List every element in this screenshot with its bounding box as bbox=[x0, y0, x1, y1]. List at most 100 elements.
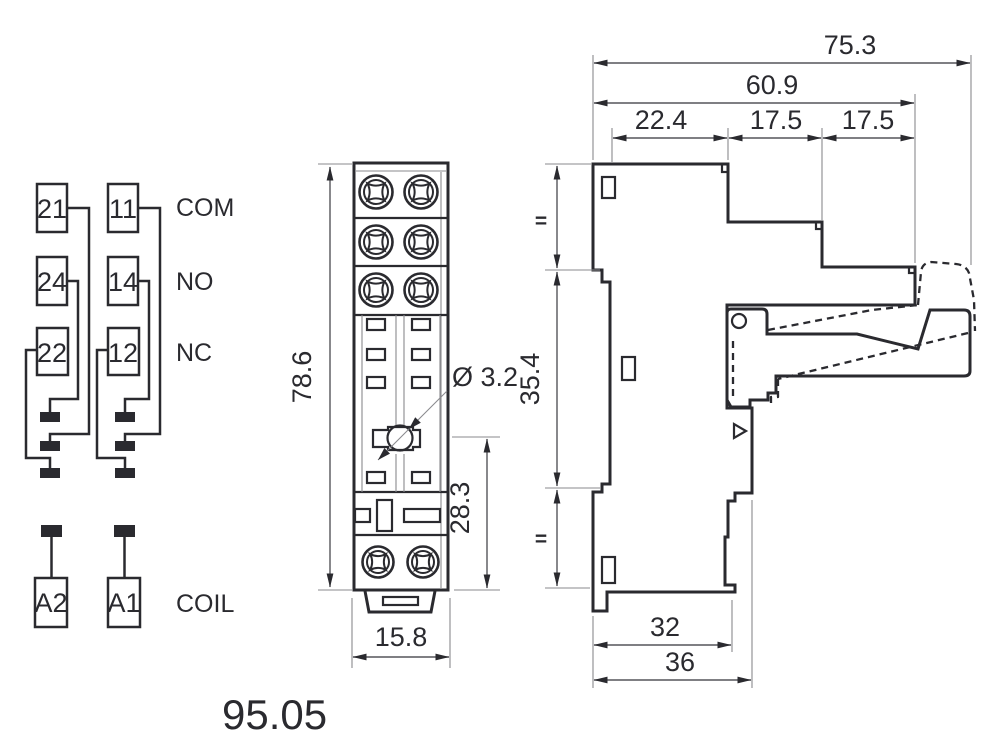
side-view: 75.3 60.9 22.4 17.5 17.5 = 35.4 = bbox=[515, 30, 977, 688]
dimension-din-rail: 32 36 bbox=[592, 500, 753, 688]
pin-slot bbox=[365, 470, 387, 485]
pin-slot bbox=[410, 347, 432, 362]
leader-arrow bbox=[378, 448, 390, 460]
terminal-label-24: 24 bbox=[37, 267, 67, 297]
direction-triangle-marker bbox=[732, 422, 749, 440]
dimension-overall-depth: 75.3 bbox=[592, 30, 972, 265]
clip-dashed-edge bbox=[777, 331, 969, 381]
terminal-label-a1: A1 bbox=[107, 588, 140, 618]
terminal-box-12 bbox=[106, 326, 141, 377]
extension-lines bbox=[545, 163, 600, 589]
row-label-com: COM bbox=[176, 194, 234, 222]
dimension-depth-segments: 22.4 17.5 17.5 bbox=[611, 105, 915, 220]
pin-slot bbox=[365, 347, 387, 362]
front-socket-face bbox=[353, 315, 442, 533]
dimension-value-height: 78.6 bbox=[287, 351, 317, 404]
equal-mark-bottom: = bbox=[535, 528, 547, 551]
dimension-value-28-3: 28.3 bbox=[445, 482, 475, 535]
dimension-value-35-4: 35.4 bbox=[515, 353, 545, 406]
row-label-no: NO bbox=[176, 268, 214, 296]
dimension-value-17-5a: 17.5 bbox=[750, 105, 803, 135]
row-label-coil: COIL bbox=[176, 590, 234, 618]
extension-lines bbox=[351, 598, 451, 668]
dimension-front-height: 78.6 bbox=[287, 163, 352, 591]
mounting-hole-cross bbox=[371, 425, 422, 452]
wire-14-to-pin bbox=[123, 279, 151, 412]
mounting-hole bbox=[386, 424, 414, 452]
pin-slot bbox=[410, 317, 432, 332]
coil-pin-pad bbox=[114, 525, 135, 537]
wire-22-to-pin bbox=[24, 348, 52, 468]
relay-pin-pads bbox=[40, 412, 135, 537]
dimension-body-depth: 60.9 bbox=[593, 70, 916, 263]
screw-terminal-icon bbox=[358, 224, 394, 260]
pin-slots bbox=[365, 317, 432, 485]
terminal-boxes: 21 11 24 14 22 12 A2 A1 bbox=[33, 182, 142, 629]
wire-12-to-pin bbox=[95, 348, 127, 468]
front-bottom-tab bbox=[363, 590, 437, 614]
socket-column-edges bbox=[361, 315, 441, 492]
terminal-box-14 bbox=[106, 255, 140, 307]
pin-slot bbox=[402, 507, 442, 524]
body-slot bbox=[600, 175, 617, 200]
wire-11-to-pin bbox=[123, 206, 162, 441]
dimension-value-hole-diameter: Ø 3.2 bbox=[452, 362, 518, 392]
tab-slot bbox=[381, 595, 420, 607]
screw-terminal-icon bbox=[406, 545, 440, 579]
clip-outline bbox=[725, 307, 972, 409]
dimension-hole-diameter: Ø 3.2 bbox=[377, 362, 518, 461]
schematic-row-labels: COM NO NC COIL bbox=[176, 194, 234, 618]
dimension-side-heights: = 35.4 = bbox=[515, 163, 600, 589]
terminal-label-21: 21 bbox=[37, 194, 67, 224]
clip-dashed-edge bbox=[767, 303, 919, 332]
wire-24-to-pin bbox=[48, 279, 80, 412]
screw-terminal-icon bbox=[403, 174, 439, 210]
pin-slot bbox=[410, 375, 432, 390]
screw-terminal-icon bbox=[361, 545, 395, 579]
body-slot bbox=[620, 355, 637, 382]
body-slot bbox=[600, 555, 617, 585]
coil-pin-pad bbox=[41, 525, 62, 537]
terminal-label-11: 11 bbox=[109, 194, 137, 224]
pin-slot bbox=[365, 375, 387, 390]
extension-lines bbox=[592, 55, 972, 265]
schematic-wires bbox=[24, 206, 162, 578]
dimension-value-17-5b: 17.5 bbox=[842, 105, 895, 135]
leader-arrow bbox=[408, 417, 421, 430]
dimension-value-75-3: 75.3 bbox=[824, 30, 877, 60]
dimension-value-60-9: 60.9 bbox=[746, 70, 799, 100]
clip-dashed-tip bbox=[916, 260, 977, 332]
pin-slot bbox=[375, 498, 394, 533]
pin-pad bbox=[40, 412, 60, 422]
extension-lines bbox=[318, 163, 352, 591]
pin-slot bbox=[365, 317, 387, 332]
terminal-box-21 bbox=[35, 182, 69, 234]
pin-pad bbox=[40, 468, 60, 478]
screw-terminal-icon bbox=[403, 272, 439, 308]
tab-outline bbox=[363, 590, 437, 614]
terminal-box-24 bbox=[35, 255, 69, 307]
side-body-slots bbox=[600, 175, 637, 585]
corner-notch bbox=[907, 265, 917, 275]
corner-notches bbox=[720, 162, 917, 275]
terminal-label-a2: A2 bbox=[34, 588, 67, 618]
dimension-value-width: 15.8 bbox=[375, 622, 428, 652]
dimension-front-width: 15.8 bbox=[351, 598, 451, 668]
socket-center-channel bbox=[395, 315, 405, 492]
model-number: 95.05 bbox=[222, 691, 327, 738]
dimension-hole-to-bottom: 28.3 bbox=[445, 436, 500, 591]
extension-lines bbox=[592, 500, 753, 688]
terminal-box-a2 bbox=[33, 576, 69, 629]
lower-slots bbox=[353, 498, 442, 533]
pin-pad bbox=[115, 412, 135, 422]
terminal-box-a1 bbox=[106, 576, 142, 629]
dimension-value-22-4: 22.4 bbox=[635, 105, 688, 135]
pin-slot bbox=[353, 507, 372, 524]
clip-dashed-foot bbox=[769, 379, 780, 404]
terminal-box-22 bbox=[35, 326, 70, 377]
terminal-label-22: 22 bbox=[37, 338, 67, 368]
terminal-box-11 bbox=[106, 182, 140, 234]
din-clip-closed bbox=[725, 307, 972, 409]
